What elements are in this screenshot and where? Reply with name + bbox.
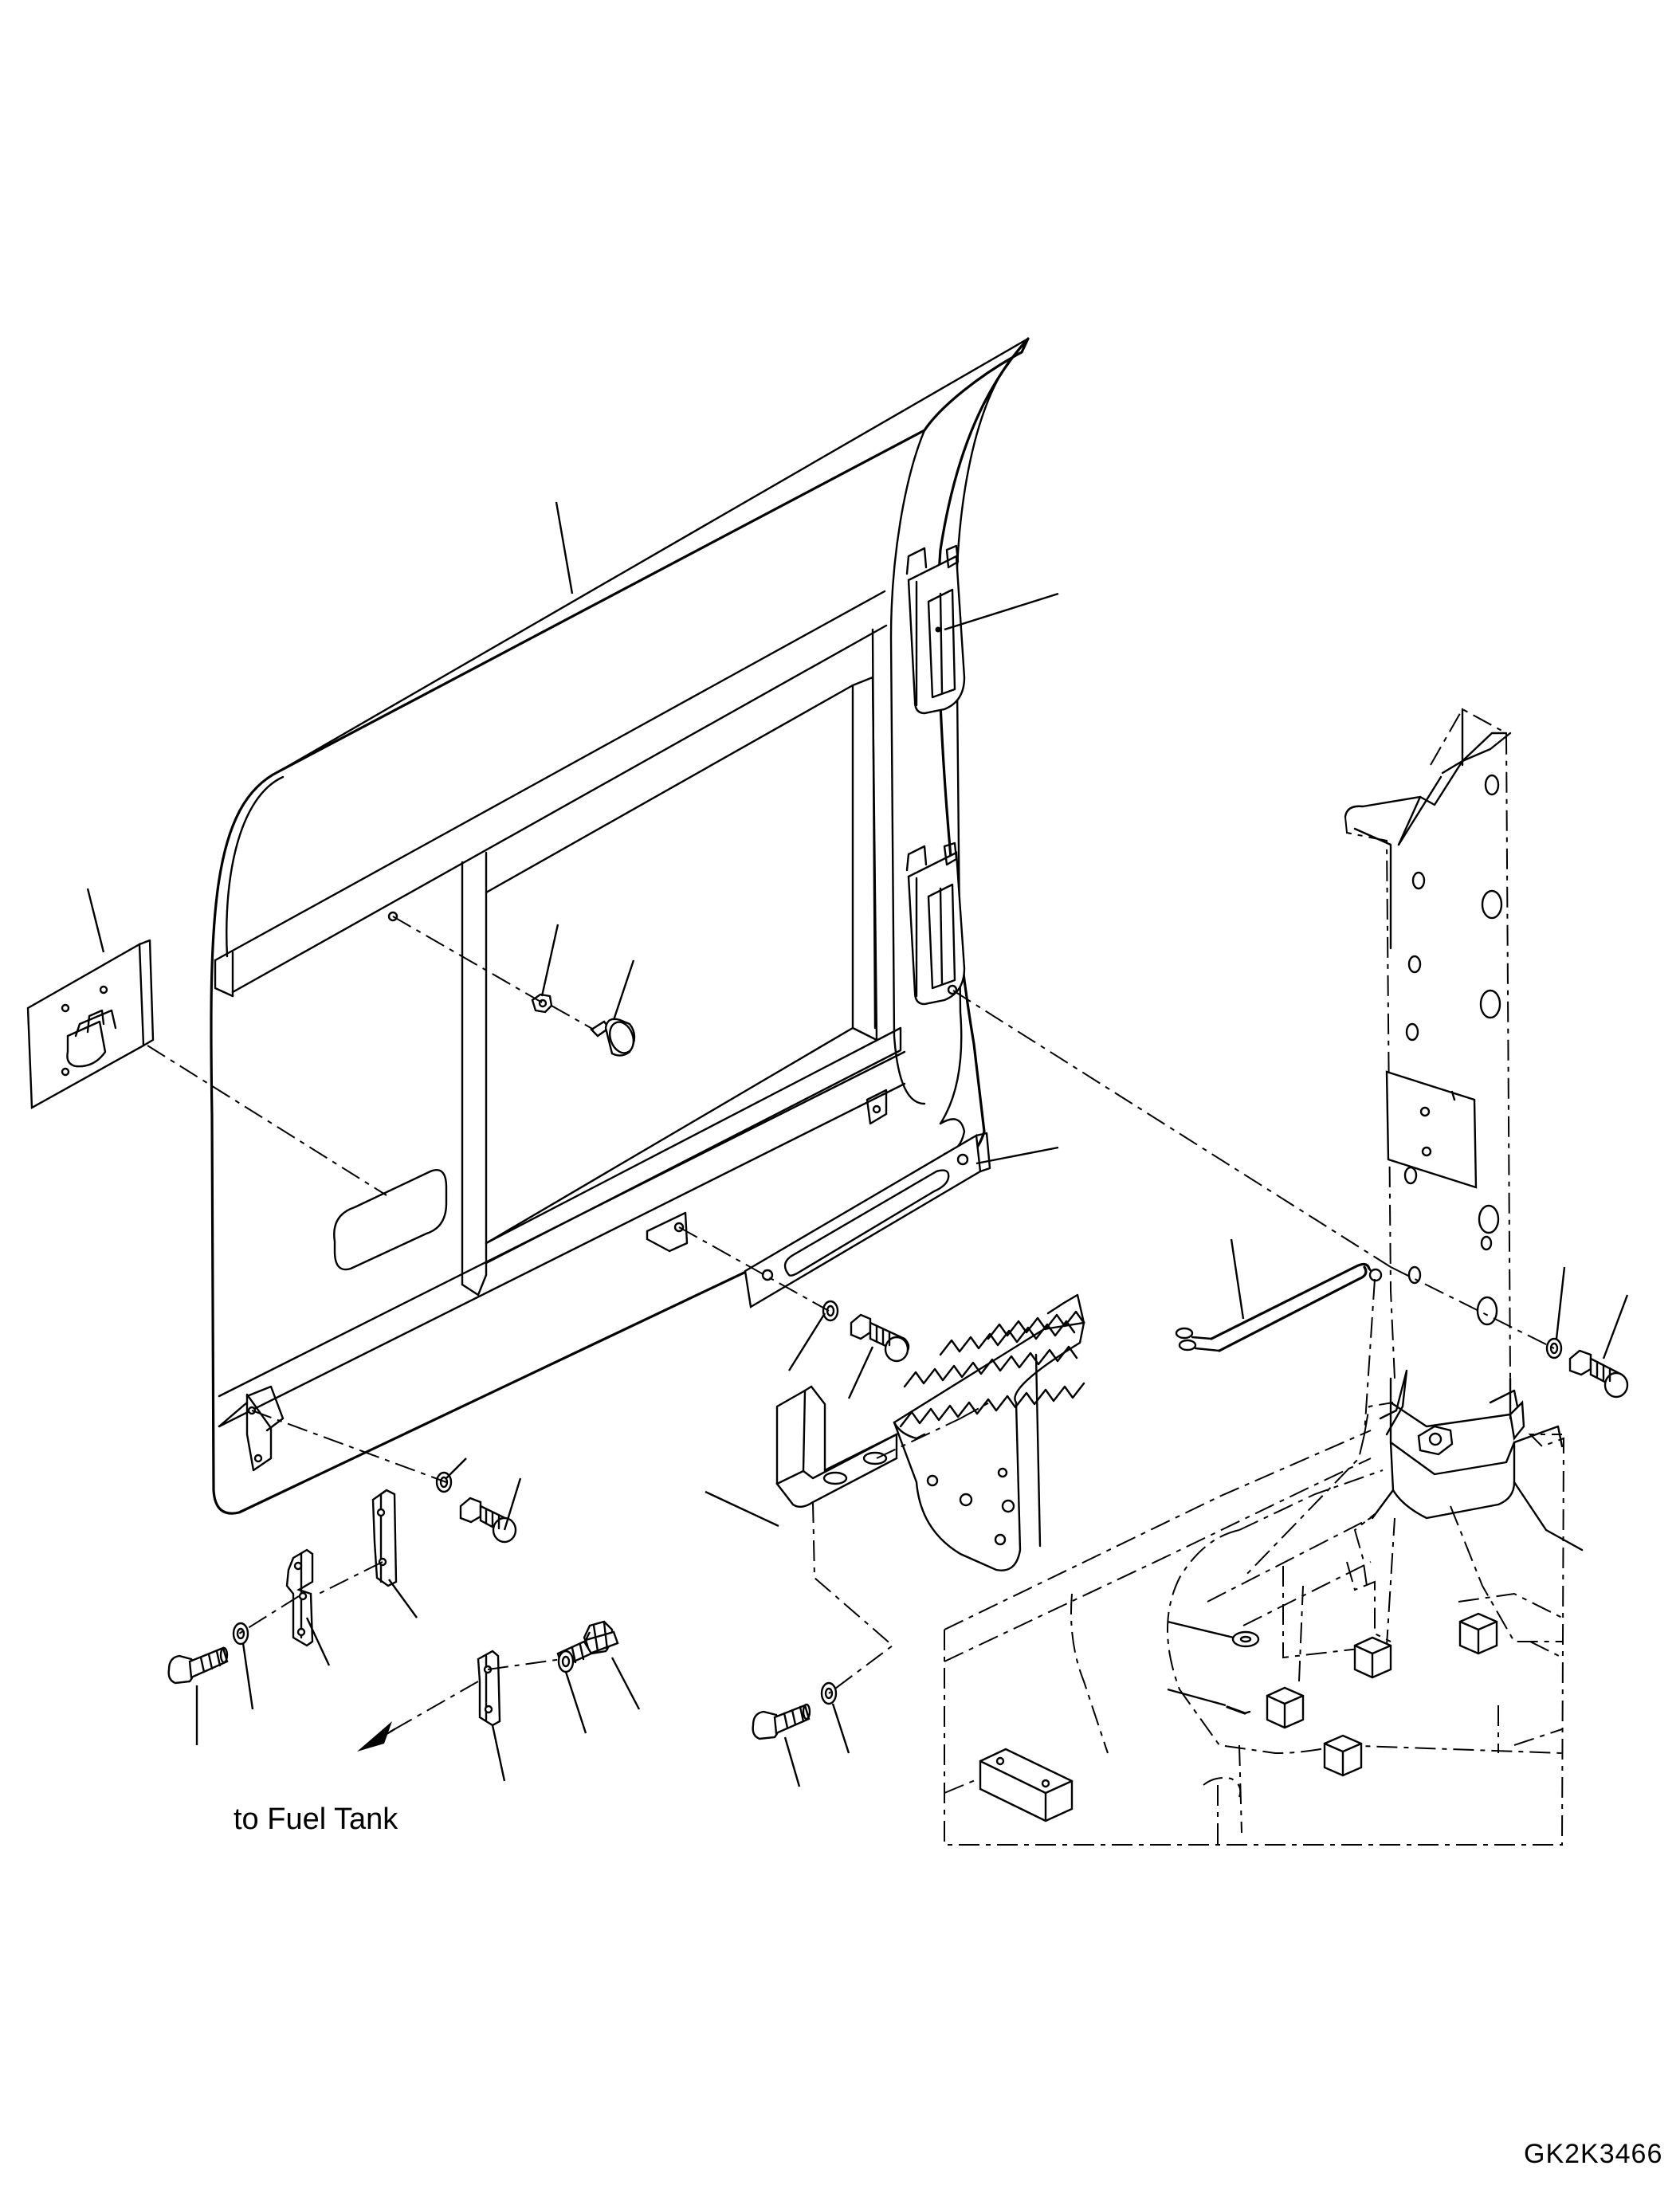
- door-stopper-nut: [531, 993, 553, 1014]
- step-assembly: [893, 1293, 1085, 1571]
- door-lock-striker: [26, 939, 155, 1109]
- door-stopper-cushion: [590, 1018, 636, 1057]
- bolt-left-lower: [167, 1646, 229, 1685]
- mounting-bracket: [775, 1385, 898, 1508]
- leader-lines: [86, 501, 1629, 1787]
- clip-b: [285, 1548, 314, 1647]
- fuel-tank-label: to Fuel Tank: [234, 1803, 398, 1836]
- lower-hinge: [905, 842, 966, 1006]
- bolts: [167, 1313, 1629, 1740]
- upper-hinge: [905, 544, 966, 715]
- cab-pillar: [1344, 708, 1584, 1552]
- door-panel: [210, 337, 1030, 1515]
- assembly-lines: [147, 916, 1555, 1694]
- clip-a: [371, 1489, 398, 1587]
- fuel-tank-arrow: [357, 1681, 479, 1752]
- bolt-center: [556, 1620, 619, 1669]
- bolt-bottom-center: [752, 1703, 811, 1740]
- floor-frame: [944, 1430, 1565, 1846]
- clips: [285, 1489, 501, 1727]
- drawing-code: GK2K3466: [1524, 2139, 1663, 2169]
- clip-c: [477, 1650, 501, 1727]
- bolt-stay-plate: [850, 1313, 910, 1363]
- slotted-stay-plate: [744, 1132, 991, 1308]
- door-stay-rod: [1175, 1262, 1383, 1352]
- bolt-pillar: [1568, 1349, 1629, 1399]
